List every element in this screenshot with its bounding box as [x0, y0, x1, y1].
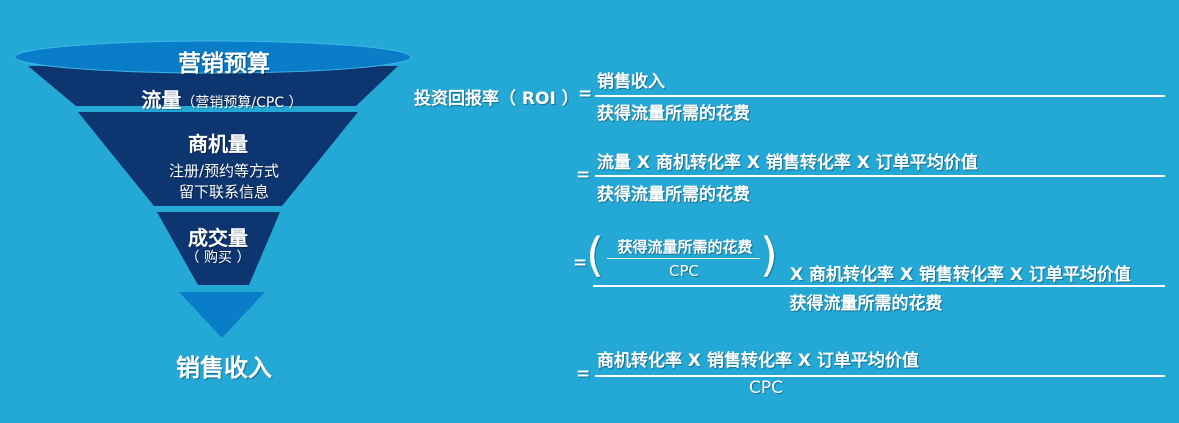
f4-numerator: 商机转化率 X 销售转化率 X 订单平均价值	[597, 351, 919, 371]
f2-denominator: 获得流量所需的花费	[597, 185, 750, 205]
f4-fraction-line	[595, 375, 1165, 377]
stage-deals-title: 成交量	[188, 226, 248, 250]
f1-fraction-line	[595, 95, 1165, 97]
stage-traffic: 流量（营销预算/CPC ）	[141, 84, 302, 113]
equals-sign: =	[576, 364, 591, 384]
left-paren: (	[586, 228, 604, 282]
funnel-top-ellipse	[15, 41, 411, 73]
f4-denominator: CPC	[749, 378, 783, 398]
funnel-arrow	[179, 292, 265, 338]
funnel-band-traffic	[28, 66, 398, 106]
equals-sign: =	[573, 253, 588, 273]
funnel-band-leads	[78, 112, 358, 206]
f3-denominator: 获得流量所需的花费	[789, 294, 943, 314]
f1-numerator: 销售收入	[597, 72, 665, 92]
stage-leads-title: 商机量	[188, 132, 248, 156]
equals-sign: =	[578, 84, 593, 104]
f1-denominator: 获得流量所需的花费	[597, 104, 750, 124]
stage-leads-line1: 注册/预约等方式	[168, 162, 280, 180]
f2-fraction-line	[595, 175, 1165, 177]
f3-inner-numerator: 获得流量所需的花费	[617, 238, 753, 256]
funnel-graphic	[14, 40, 412, 338]
f2-numerator: 流量 X 商机转化率 X 销售转化率 X 订单平均价值	[597, 153, 978, 173]
f3-fraction-line	[593, 285, 1165, 287]
roi-label: 投资回报率（ ROI ）	[414, 89, 579, 109]
funnel-top-label: 营销预算	[178, 51, 270, 77]
f3-inner-fraction-line	[607, 258, 760, 259]
stage-traffic-note: （营销预算/CPC ）	[181, 95, 303, 111]
stage-leads-line2: 留下联系信息	[178, 183, 270, 201]
f3-inner-denominator: CPC	[669, 262, 699, 280]
stage-deals-note: （ 购买 ）	[185, 250, 251, 266]
equals-sign: =	[576, 165, 591, 185]
right-paren: )	[760, 228, 778, 282]
sales-revenue-label: 销售收入	[176, 354, 272, 382]
f3-numerator-rest: X 商机转化率 X 销售转化率 X 订单平均价值	[790, 265, 1131, 285]
funnel-band-deals	[157, 212, 280, 285]
stage-traffic-title: 流量	[141, 88, 182, 112]
